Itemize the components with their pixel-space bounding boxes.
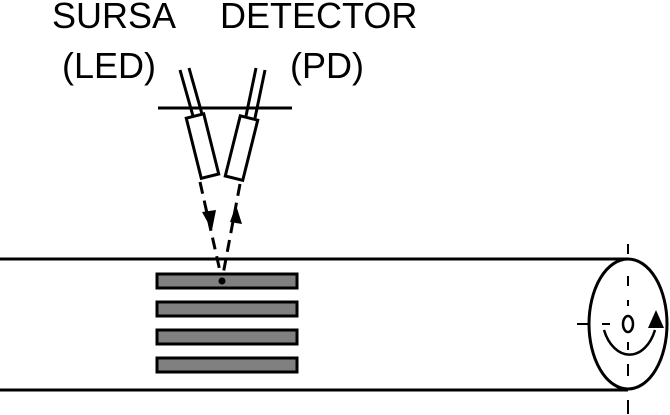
shaft-center-hub — [621, 314, 635, 334]
led-body — [184, 112, 221, 181]
led-source-probe — [178, 67, 221, 181]
pd-body — [223, 114, 260, 183]
reflective-stripe — [155, 328, 299, 346]
incident-arrow-icon — [202, 210, 216, 230]
pd-cable — [244, 67, 258, 117]
detector-title-label: DETECTOR — [220, 0, 417, 36]
source-subtitle-label: (LED) — [62, 45, 156, 86]
detector-subtitle-label: (PD) — [290, 45, 364, 86]
rotating-shaft — [0, 244, 669, 414]
pd-cable — [253, 69, 267, 119]
reflective-stripe — [155, 356, 299, 374]
led-cable — [187, 67, 204, 115]
reflective-stripes — [155, 272, 299, 374]
incident-beam — [198, 181, 224, 281]
reflective-stripe — [155, 272, 299, 290]
rotation-arrow-icon — [648, 310, 664, 328]
reflected-beam — [220, 183, 242, 281]
source-title-label: SURSA — [52, 0, 176, 36]
led-cable — [178, 69, 195, 117]
reflection-point — [218, 277, 226, 285]
photodiode-detector-probe — [223, 67, 267, 183]
rotation-arc — [602, 329, 657, 356]
reflected-arrow-icon — [230, 205, 242, 224]
reflective-stripe — [155, 300, 299, 318]
